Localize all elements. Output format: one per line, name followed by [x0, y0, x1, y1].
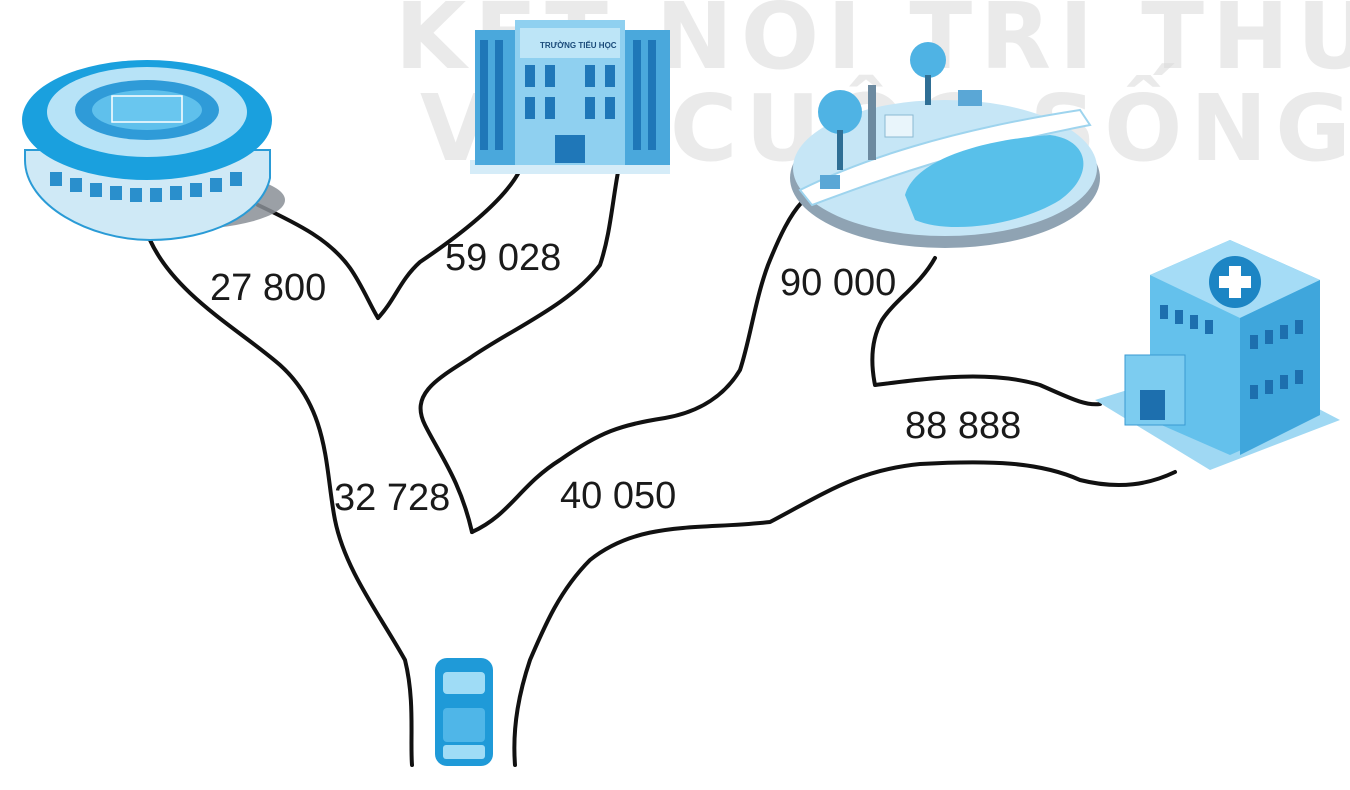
- road-park-hospital: [870, 256, 1102, 407]
- road-stadium-car: [148, 238, 414, 767]
- school-icon: TRƯỜNG TIỂU HỌC: [470, 20, 670, 174]
- hospital-icon: [1095, 240, 1340, 470]
- road-school-junction: [418, 170, 620, 534]
- park-icon: [790, 42, 1100, 248]
- road-car-hospital: [512, 460, 1177, 767]
- road-school-fork: [376, 168, 522, 320]
- school-sign: TRƯỜNG TIỂU HỌC: [540, 41, 617, 50]
- label-fork-park: 40 050: [560, 475, 676, 517]
- label-stadium-fork: 27 800: [210, 267, 326, 309]
- distance-labels: 27 800 59 028 32 728 40 050 90 000 88 88…: [210, 237, 1021, 519]
- roads: [148, 168, 1177, 767]
- label-school-fork: 59 028: [445, 237, 561, 279]
- label-car-hospital: 88 888: [905, 405, 1021, 447]
- road-stadium-fork: [256, 203, 380, 320]
- car-icon: [435, 658, 493, 766]
- stadium-icon: [22, 60, 285, 242]
- label-park-hospital: 90 000: [780, 262, 896, 304]
- label-fork-car: 32 728: [334, 477, 450, 519]
- road-junction-park: [470, 200, 804, 534]
